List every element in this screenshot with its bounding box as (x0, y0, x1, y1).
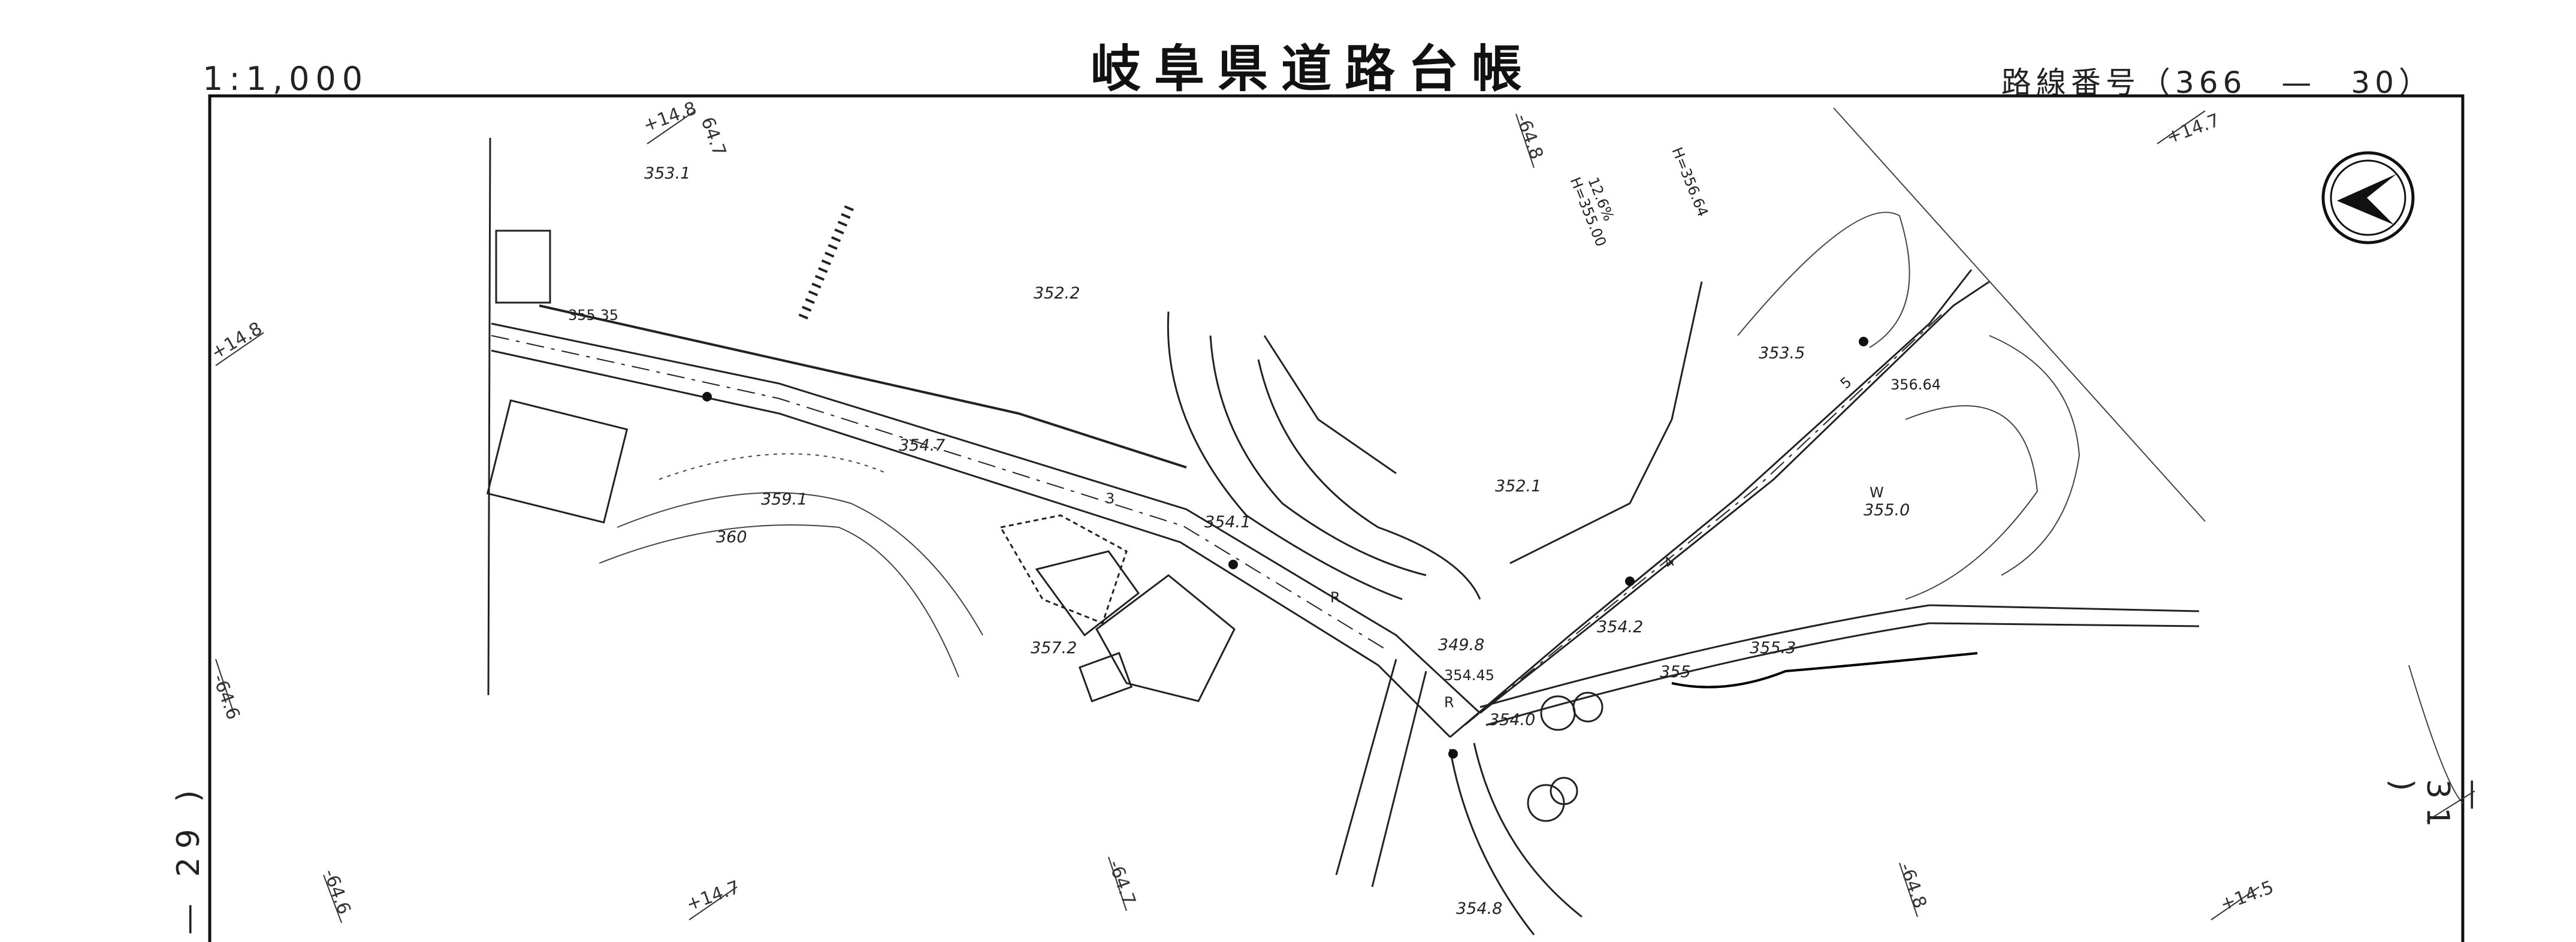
grid-tick-label: 64.7 (696, 114, 730, 159)
grid-tick-label: -64.8 (1895, 861, 1930, 911)
elevation-label: 353.1 (644, 164, 690, 183)
elevation-label: 353.5 (1759, 344, 1805, 363)
main-road (491, 322, 1481, 738)
station-mark: R (1330, 589, 1340, 606)
elevation-label: 356.64 (1891, 376, 1941, 393)
grid-tick-label: +14.5 (2218, 877, 2276, 915)
branch-road (1449, 269, 1990, 738)
station-mark: 3 (1106, 490, 1115, 507)
survey-points (702, 337, 1868, 759)
grid-tick-label: -64.7 (1104, 858, 1139, 908)
contour-lines (599, 107, 2463, 804)
slope-annotation: H=355.00 12.6% H=356.64 (1566, 145, 1711, 249)
survey-boundary-line (487, 137, 491, 696)
elevation-label: 349.8 (1438, 636, 1484, 654)
elevation-label: 359.1 (761, 490, 807, 509)
lower-roads (1335, 604, 2200, 935)
grid-tick-label: +14.7 (684, 877, 742, 915)
scale-label: 1:1,000 (203, 60, 369, 98)
elevation-label: 352.2 (1034, 284, 1080, 303)
station-mark: 4 (1660, 553, 1678, 572)
page-title: 岐阜県道路台帳 (1091, 40, 1536, 98)
elevation-label: 352.1 (1495, 477, 1541, 496)
access-road (1167, 311, 1481, 600)
elevation-label: 354.0 (1489, 711, 1535, 729)
elevation-label: 355.3 (1750, 639, 1796, 657)
tree-symbols (1527, 692, 1603, 822)
grid-tick-label: +14.8 (208, 318, 266, 364)
grid-tick-label: -64.6 (208, 672, 243, 723)
map-frame (208, 94, 2465, 942)
station-mark: R (1444, 694, 1454, 711)
svg-text:H=356.64: H=356.64 (1668, 145, 1711, 219)
grid-tick-marks (215, 110, 2475, 923)
grid-tick-label: +14.8 (641, 98, 699, 136)
station-mark: W (1870, 484, 1884, 501)
elevation-label: 354.2 (1597, 618, 1643, 636)
elevation-label: 360 (716, 528, 747, 547)
elevation-label: 355 (1660, 663, 1691, 681)
grid-tick-labels: +14.8 64.7 -64.8 +14.8 -64.6 +14.7 -64.6… (208, 98, 2277, 917)
elevation-label: 357.2 (1031, 639, 1077, 657)
elevation-label: 354.1 (1204, 513, 1251, 532)
elevation-label: 354.45 (1444, 667, 1494, 684)
route-number-label: 路線番号（366 — 30） (2001, 65, 2434, 100)
north-arrow-icon (2321, 151, 2415, 244)
elevation-label: 354.7 (899, 436, 945, 455)
elevation-label: 355.35 (568, 307, 618, 324)
elevation-label: 354.8 (1456, 899, 1502, 918)
station-mark: 5 (1837, 373, 1855, 392)
elevation-label: 355.0 (1864, 501, 1910, 520)
grid-tick-label: -64.6 (319, 866, 354, 917)
elevation-labels: 353.1 352.2 355.35 354.7 359.1 360 357.2… (568, 164, 1941, 918)
buildings (486, 230, 1236, 703)
road-marks: 3 4 5 R R W (1106, 373, 1884, 711)
grid-tick-label: +14.7 (2164, 110, 2222, 148)
grid-tick-label: -64.8 (1511, 111, 1547, 162)
embankment-hatch (539, 201, 1703, 564)
